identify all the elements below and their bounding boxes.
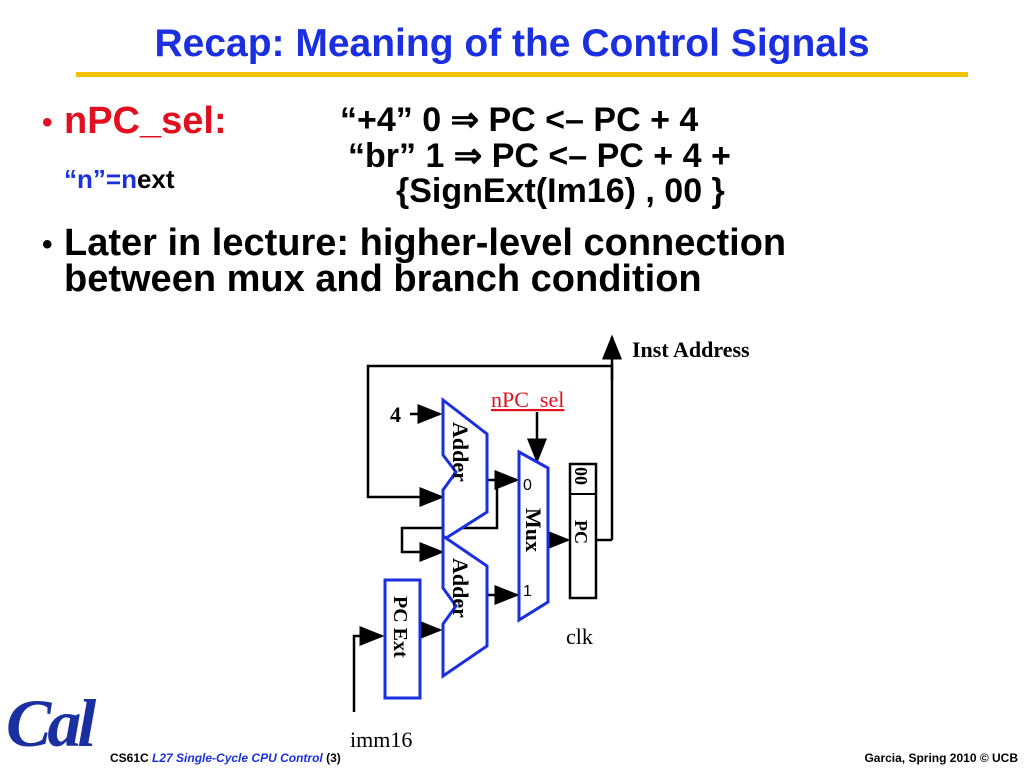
footer-lecture: L27 Single-Cycle CPU Control: [152, 751, 323, 765]
four-label: 4: [390, 402, 401, 427]
formula-plus4: “+4” 0 ⇒ PC <– PC + 4: [340, 101, 699, 139]
n-note-n: n: [121, 164, 137, 194]
npc-sel-diagram-label: nPC_sel: [491, 387, 564, 412]
mux-label: Mux: [521, 508, 546, 552]
pc4-to-adder2-wire: [400, 480, 499, 562]
adder-top-block: [441, 396, 489, 543]
adder-bottom-label: Adder: [448, 558, 473, 618]
npc-sel-label: nPC_sel:: [64, 100, 227, 142]
n-note-rest: ext: [136, 164, 175, 194]
footer-course: CS61C: [110, 751, 149, 765]
mux-block: [517, 449, 550, 623]
slide-title: Recap: Meaning of the Control Signals: [154, 22, 870, 65]
adder-top-label: Adder: [448, 422, 473, 482]
cal-logo: Cal: [6, 685, 96, 761]
imm16-label: imm16: [350, 727, 412, 752]
title-underline: [76, 72, 968, 77]
n-next-note: “n”=next: [64, 164, 175, 195]
later-line-1: Later in lecture: higher-level connectio…: [64, 222, 787, 264]
n-note-quote: “n”=: [64, 164, 122, 194]
pc-label: PC: [571, 520, 591, 544]
pc-ext-label: PC Ext: [389, 596, 411, 658]
mux-input-1-label: 1: [523, 583, 532, 600]
footer-credit: Garcia, Spring 2010 © UCB: [864, 751, 1018, 765]
formula-signext: {SignExt(Im16) , 00 }: [396, 172, 725, 210]
imm16-wire: [352, 626, 385, 712]
pc-register: [568, 462, 598, 600]
clk-label: clk: [566, 624, 593, 649]
pc-feedback-wire: [366, 364, 614, 540]
adder-bottom-block: [441, 533, 489, 679]
bullet-dot: •: [42, 228, 53, 261]
footer-left: CS61C L27 Single-Cycle CPU Control (3): [110, 751, 341, 765]
pc-ext-block: [383, 578, 422, 700]
later-line-2: between mux and branch condition: [64, 258, 702, 300]
bullet-dot: •: [42, 106, 53, 139]
formula-branch: “br” 1 ⇒ PC <– PC + 4 +: [348, 137, 731, 175]
inst-address-label: Inst Address: [632, 337, 750, 362]
pc-low-bits-label: 00: [571, 467, 591, 485]
mux-input-0-label: 0: [523, 477, 532, 494]
footer-page: (3): [326, 751, 341, 765]
